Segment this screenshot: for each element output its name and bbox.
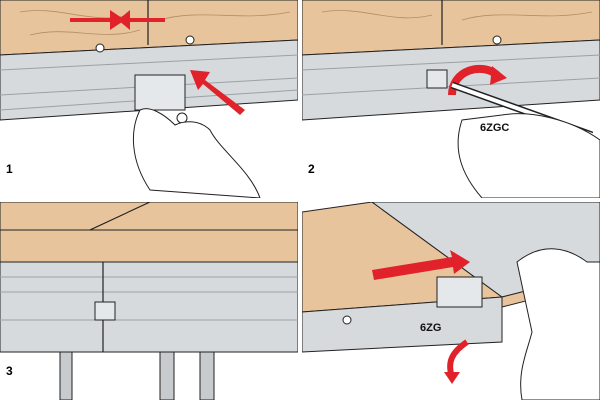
connector-clip-icon <box>134 74 186 111</box>
connector-clip-icon <box>426 69 448 89</box>
step-4-illustration <box>302 202 600 400</box>
aluminium-profile <box>302 39 600 121</box>
screw-icon <box>95 43 105 53</box>
connector-clip-icon <box>436 276 483 308</box>
push-arrow-icon <box>190 70 245 115</box>
wood-top <box>0 0 298 56</box>
screw-icon <box>185 35 195 45</box>
hand-icon <box>132 108 261 198</box>
tool-label: 6ZGC <box>480 122 510 134</box>
aluminium-profile <box>0 261 298 353</box>
rotate-arrow-icon <box>447 339 469 378</box>
leg <box>199 351 215 400</box>
leg <box>159 351 175 400</box>
hand-icon <box>516 248 600 400</box>
step-2-panel: 6ZGC 2 <box>302 0 600 198</box>
wood-top <box>0 229 298 263</box>
hand-icon <box>457 113 600 198</box>
step-number: 2 <box>308 162 315 176</box>
step-number: 3 <box>6 364 13 378</box>
step-number: 1 <box>6 162 13 176</box>
leg <box>59 351 73 400</box>
tool-label: 6ZG <box>420 322 442 334</box>
push-arrow-icon <box>118 10 165 30</box>
step-4-panel: 6ZG <box>302 202 600 400</box>
screw-icon <box>342 315 352 325</box>
push-arrow-icon <box>70 10 125 30</box>
connector-clip-icon <box>94 301 116 321</box>
step-2-illustration <box>302 0 600 198</box>
step-1-illustration <box>0 0 298 198</box>
step-1-panel: 1 <box>0 0 298 198</box>
push-arrow-icon <box>372 250 470 280</box>
screw-icon <box>492 35 502 45</box>
step-3-panel: 3 <box>0 202 298 400</box>
wood-top <box>302 0 600 56</box>
step-3-illustration <box>0 202 298 400</box>
